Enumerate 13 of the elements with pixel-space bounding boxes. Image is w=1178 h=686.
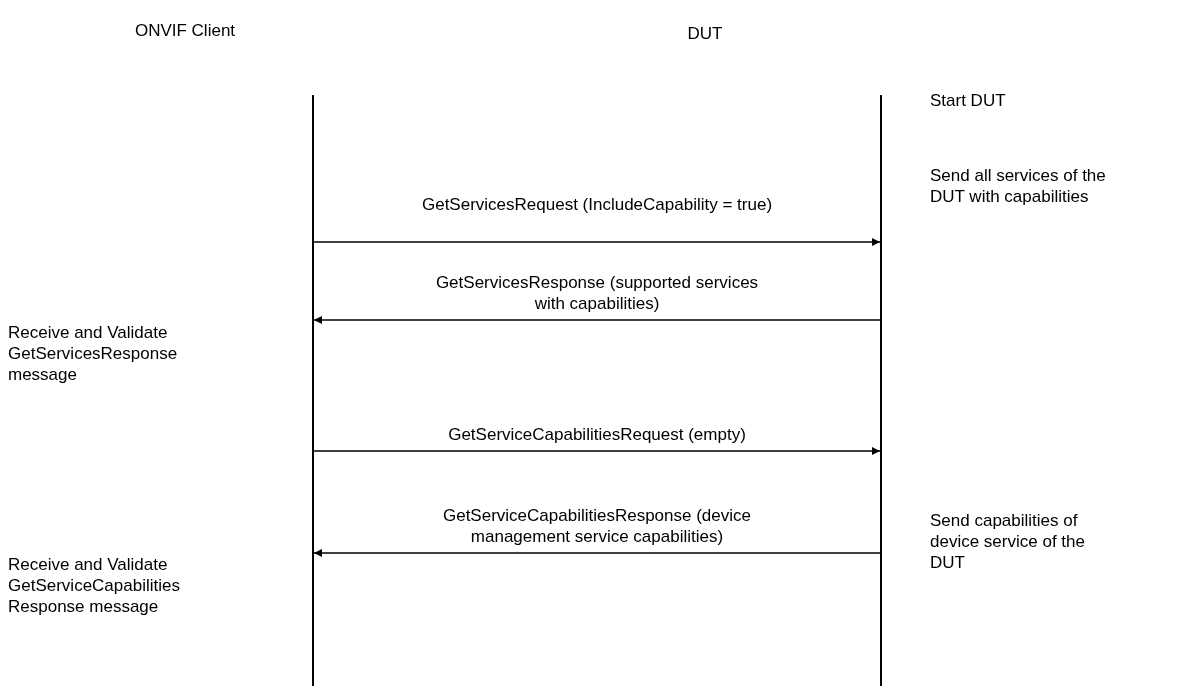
message-arrow: [313, 316, 881, 324]
participant-label: DUT: [670, 23, 740, 44]
step-note: Start DUT: [930, 90, 1007, 111]
step-note: Receive and Validate GetServicesResponse message: [8, 322, 179, 385]
message-arrow: [313, 549, 881, 557]
message-arrow: [313, 447, 881, 455]
participant-label: ONVIF Client: [120, 20, 250, 41]
lifeline: [312, 95, 314, 686]
step-note: Send all services of the DUT with capabilities: [930, 165, 1107, 207]
message-arrow: [313, 238, 881, 246]
step-note: Send capabilities of device service of the DUT: [930, 510, 1086, 573]
lifeline: [880, 95, 882, 686]
step-note: Receive and Validate GetServiceCapabilities Response message: [8, 554, 181, 617]
